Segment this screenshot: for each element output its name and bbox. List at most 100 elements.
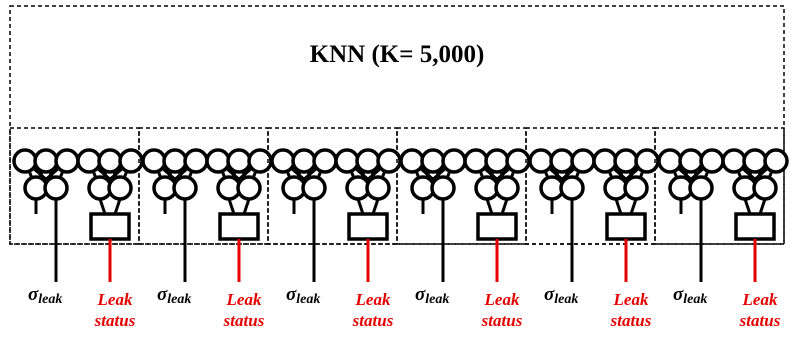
model-box [654,127,785,245]
net-node-input [12,148,38,174]
net-node-input [97,148,123,174]
status-label: status [739,311,781,330]
sigma-leak-label: σleak [286,284,320,307]
status-label: status [352,311,394,330]
sigma-subscript: leak [554,292,578,307]
leak-network [334,148,402,201]
net-node-input [763,148,789,174]
net-node-input [183,148,209,174]
leak-label: Leak [355,290,391,309]
leak-net-connector [614,198,623,215]
net-node-hidden [623,175,649,201]
net-node-input [399,148,425,174]
net-node-input [312,148,338,174]
net-node-hidden [301,175,327,201]
model-group: σleak Leak status [396,127,531,330]
net-node-input [742,148,768,174]
net-node-hidden [494,175,520,201]
leak-net-connector [227,198,236,215]
status-label: status [223,311,265,330]
net-node-input [592,148,618,174]
model-group: σleak Leak status [267,127,402,330]
net-node-hidden [43,175,69,201]
sigma-symbol: σ [157,284,168,305]
classifier-block [89,212,131,241]
leak-net-connector [758,198,767,215]
sigma-subscript: leak [425,292,449,307]
leak-network [463,148,531,201]
leak-net-connector [485,198,494,215]
model-box [9,127,140,245]
sigma-symbol: σ [544,284,555,305]
knn-box [9,5,785,245]
net-node-input [420,148,446,174]
model-group: σleak Leak status [138,127,273,330]
net-node-input [721,148,747,174]
model-box [525,127,656,245]
sigma-leak-label: σleak [28,284,62,307]
leak-label: Leak [226,290,262,309]
leak-label: Leak [484,290,520,309]
sigma-subscript: leak [38,292,62,307]
net-node-hidden [107,175,133,201]
sigma-network [399,148,467,201]
leak-net-connector [743,198,752,215]
net-node-input [613,148,639,174]
sigma-network [141,148,209,201]
classifier-block [476,212,518,241]
status-label: status [481,311,523,330]
net-node-input [270,148,296,174]
leak-network [76,148,144,201]
net-node-hidden [688,175,714,201]
net-node-input [484,148,510,174]
net-node-input [699,148,725,174]
model-box [396,127,527,245]
status-label: status [610,311,652,330]
leak-net-connector [371,198,380,215]
net-node-input [141,148,167,174]
net-node-input [528,148,554,174]
leak-net-connector [629,198,638,215]
model-group: σleak Leak status [654,127,789,330]
sigma-leak-label: σleak [673,284,707,307]
net-node-input [549,148,575,174]
net-node-input [657,148,683,174]
leak-network [721,148,789,201]
sigma-subscript: leak [296,292,320,307]
classifier-block [734,212,776,241]
net-node-input [226,148,252,174]
net-node-hidden [430,175,456,201]
leak-network [592,148,660,201]
net-node-input [205,148,231,174]
leak-net-connector [113,198,122,215]
net-node-input [162,148,188,174]
net-node-input [463,148,489,174]
net-node-input [355,148,381,174]
sigma-symbol: σ [28,284,39,305]
sigma-symbol: σ [415,284,426,305]
net-node-hidden [172,175,198,201]
sigma-symbol: σ [286,284,297,305]
net-node-input [334,148,360,174]
net-node-hidden [365,175,391,201]
leak-label: Leak [742,290,778,309]
sigma-network [12,148,80,201]
sigma-leak-label: σleak [157,284,191,307]
model-group: σleak Leak status [9,127,144,330]
classifier-block [347,212,389,241]
leak-network [205,148,273,201]
status-label: status [94,311,136,330]
leak-net-connector [242,198,251,215]
net-node-hidden [752,175,778,201]
leak-net-connector [356,198,365,215]
classifier-block [218,212,260,241]
sigma-subscript: leak [683,292,707,307]
leak-label: Leak [97,290,133,309]
sigma-symbol: σ [673,284,684,305]
net-node-hidden [236,175,262,201]
sigma-network [270,148,338,201]
leak-net-connector [98,198,107,215]
net-node-hidden [559,175,585,201]
